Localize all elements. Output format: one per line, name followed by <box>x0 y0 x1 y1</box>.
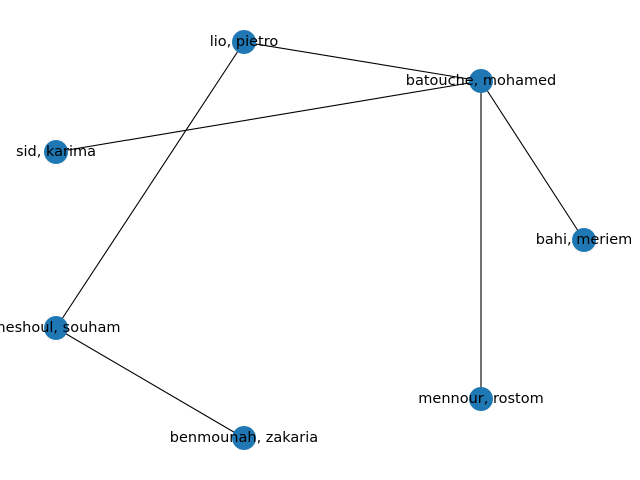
edge-meshoul-benmounah <box>55 327 245 439</box>
edge-lio-meshoul <box>55 41 245 329</box>
edge-lio-batouche <box>243 41 482 82</box>
node-label-meshoul: meshoul, souham <box>0 320 120 336</box>
edge-layer <box>55 41 585 439</box>
node-benmounah <box>232 426 256 450</box>
node-batouche <box>469 69 493 93</box>
node-meshoul <box>44 316 68 340</box>
edge-batouche-bahi <box>480 80 585 241</box>
node-bahi <box>572 228 596 252</box>
node-label-bahi: bahi, meriem <box>536 232 633 248</box>
node-label-lio: lio, pietro <box>210 34 279 50</box>
label-layer: lio, pietro batouche, mohamed sid, karima b… <box>0 34 632 446</box>
node-label-mennour: mennour, rostom <box>418 391 543 407</box>
node-layer <box>44 30 596 450</box>
node-lio <box>232 30 256 54</box>
node-mennour <box>469 387 493 411</box>
node-label-batouche: batouche, mohamed <box>406 73 556 89</box>
node-label-benmounah: benmounah, zakaria <box>170 430 318 446</box>
edge-batouche-sid <box>55 80 482 153</box>
node-label-sid: sid, karima <box>16 144 96 160</box>
node-sid <box>44 140 68 164</box>
